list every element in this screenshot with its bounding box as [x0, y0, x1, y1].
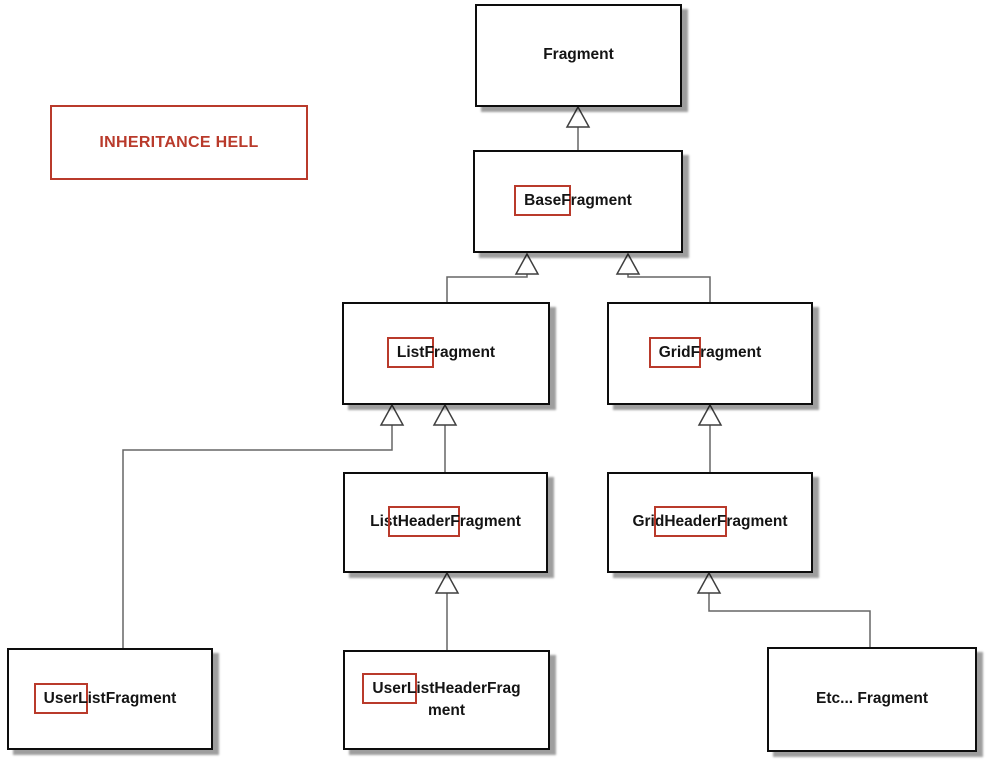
inheritance-triangle-icon [434, 571, 460, 594]
label-text: List [370, 513, 398, 531]
label-text: Fragment [450, 513, 521, 531]
inheritance-hell-label: INHERITANCE HELL [99, 133, 259, 151]
node-grid-fragment: GridFragment [607, 302, 813, 405]
red-highlight-box: List [386, 337, 435, 369]
label-text: Fragment [690, 344, 762, 362]
node-base-fragment: BaseFragment [473, 150, 683, 253]
inheritance-triangle-icon [514, 252, 540, 275]
label-text: ListHeaderFrag [406, 679, 521, 697]
node-label: GridHeaderFragment [632, 506, 788, 538]
label-text: Etc... Fragment [816, 690, 928, 708]
red-highlight-box: User [362, 672, 417, 704]
node-user-list-header-fragment: UserListHeaderFrag ment [343, 650, 550, 750]
node-fragment: Fragment [475, 4, 682, 107]
red-highlight-box: Base [514, 185, 572, 217]
edge-listfragment-basefragment [446, 274, 528, 302]
node-label: UserListHeaderFrag ment [362, 672, 521, 723]
edge-gridfragment-basefragment [627, 274, 711, 302]
label-text: Grid [632, 513, 665, 531]
inheritance-triangle-icon [615, 252, 641, 275]
node-label: GridFragment [648, 337, 762, 369]
inheritance-triangle-icon [696, 571, 722, 594]
red-highlight-box: Header [387, 506, 461, 538]
node-label: BaseFragment [514, 185, 632, 217]
label-text: Fragment [424, 344, 496, 362]
node-list-header-fragment: ListHeaderFragment [343, 472, 548, 573]
node-user-list-fragment: UserListFragment [7, 648, 213, 750]
node-label: Etc... Fragment [816, 688, 928, 710]
label-text: Fragment [716, 513, 788, 531]
label-text: ment [427, 702, 466, 719]
inheritance-hell-title-box: INHERITANCE HELL [50, 105, 308, 180]
red-highlight-box: User [33, 682, 89, 714]
edge-userlistfragment-listfragment [122, 425, 393, 648]
node-label: UserListFragment [33, 682, 177, 714]
node-label: ListFragment [386, 337, 496, 369]
node-etc-fragment: Etc... Fragment [767, 647, 977, 752]
node-label: ListHeaderFragment [370, 506, 521, 538]
node-label: Fragment [543, 44, 614, 66]
inheritance-triangle-icon [697, 403, 723, 426]
node-list-fragment: ListFragment [342, 302, 550, 405]
node-grid-header-fragment: GridHeaderFragment [607, 472, 813, 573]
label-text: Fragment [543, 46, 614, 64]
inheritance-triangle-icon [432, 403, 458, 426]
red-highlight-box: Header [654, 506, 727, 538]
inheritance-triangle-icon [379, 403, 405, 426]
edge-etcfragment-gridheaderfragment [708, 593, 871, 647]
label-text: ListFragment [78, 689, 177, 707]
inheritance-triangle-icon [565, 105, 591, 128]
red-highlight-box: Grid [648, 337, 701, 369]
label-text: Fragment [561, 192, 632, 210]
